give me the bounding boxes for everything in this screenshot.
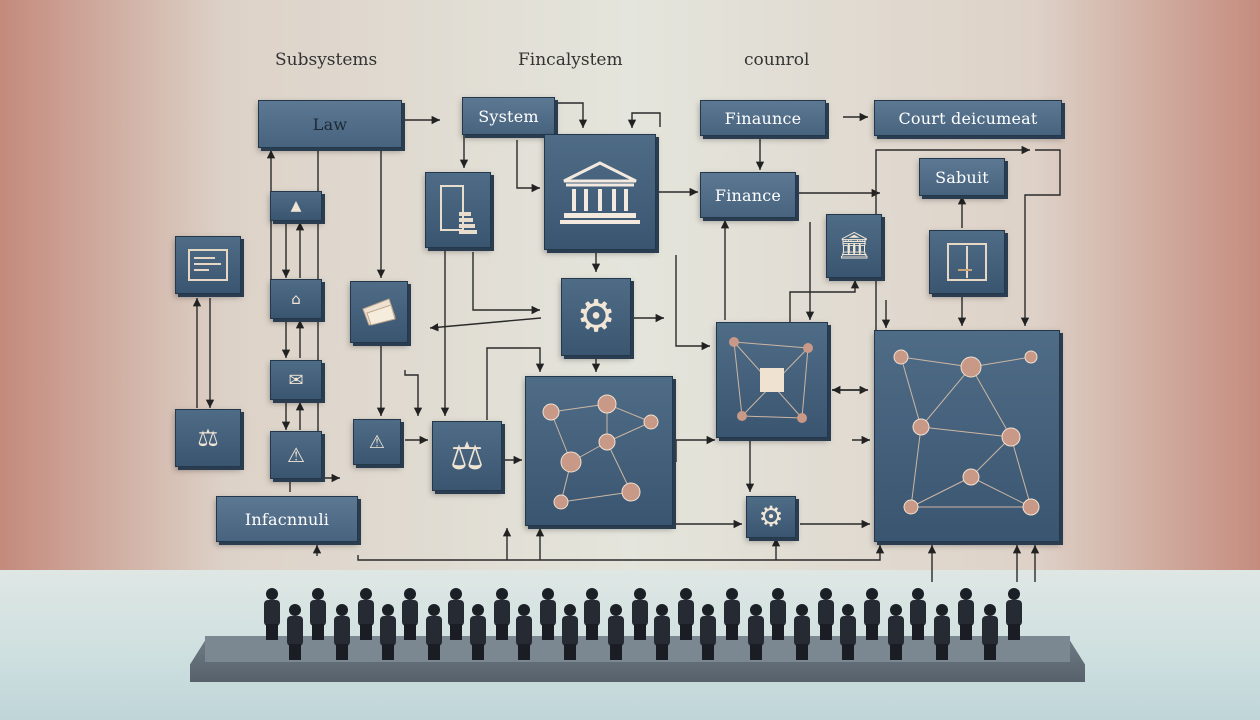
person: [700, 604, 716, 660]
law-box[interactable]: Law: [258, 100, 402, 148]
person: [654, 604, 670, 660]
envelope-node[interactable]: ✉: [270, 360, 322, 400]
scales-icon: ⚖: [449, 434, 485, 478]
court-document-box[interactable]: Court deicumeat: [874, 100, 1062, 136]
warning-icon: ⚠: [287, 443, 305, 467]
person: [608, 604, 624, 660]
person: [794, 604, 810, 660]
scales-node[interactable]: ⚖: [432, 421, 502, 491]
person: [748, 604, 764, 660]
gear-node[interactable]: ⚙: [561, 278, 631, 356]
envelope-icon: ✉: [288, 369, 304, 391]
warning-icon: ⚠: [368, 431, 386, 453]
person: [724, 588, 740, 640]
infacnnuli-box[interactable]: Infacnnuli: [216, 496, 358, 542]
finance-mid-box[interactable]: Finance: [700, 172, 796, 218]
person: [426, 604, 442, 660]
scales-icon: ⚖: [197, 424, 219, 452]
system-label: System: [478, 106, 539, 126]
heading-counrol: counrol: [744, 50, 810, 70]
person: [910, 588, 926, 640]
ledger-node[interactable]: [425, 172, 491, 248]
heading-fincalystem: Fincalystem: [518, 50, 623, 70]
form-node[interactable]: [175, 236, 241, 294]
network-node-3[interactable]: [874, 330, 1060, 542]
person: [358, 588, 374, 640]
infacnnuli-label: Infacnnuli: [244, 509, 330, 529]
gavel-icon: [947, 243, 987, 281]
network-icon: [729, 337, 813, 423]
finance-top-label: Finaunce: [724, 108, 802, 128]
document-stack-icon: [440, 185, 477, 234]
person: [678, 588, 694, 640]
person: [287, 604, 303, 660]
network-node-1[interactable]: [525, 376, 673, 526]
bank-node[interactable]: [544, 134, 656, 250]
person: [958, 588, 974, 640]
court-document-label: Court deicumeat: [898, 108, 1038, 128]
person: [864, 588, 880, 640]
person: [770, 588, 786, 640]
document-icon: [188, 249, 228, 281]
person: [540, 588, 556, 640]
person: [264, 588, 280, 640]
system-box[interactable]: System: [462, 97, 555, 135]
alert-node-2[interactable]: ⚠: [270, 431, 322, 479]
sabuit-box[interactable]: Sabuit: [919, 158, 1005, 196]
bank-icon: 🏛: [837, 231, 871, 261]
law-label: Law: [312, 114, 348, 134]
person: [402, 588, 418, 640]
heading-subsystems: Subsystems: [275, 50, 378, 70]
graduation-cap-icon: ⌂: [291, 290, 301, 308]
sabuit-label: Sabuit: [935, 167, 989, 187]
finance-top-box[interactable]: Finaunce: [700, 100, 826, 136]
person: [380, 604, 396, 660]
person: [982, 604, 998, 660]
finance-mid-label: Finance: [714, 185, 782, 205]
person: [840, 604, 856, 660]
person: [934, 604, 950, 660]
warning-icon: ▲: [290, 198, 302, 214]
network-icon: [893, 349, 1040, 516]
bank-node-small[interactable]: 🏛: [826, 214, 882, 278]
person: [584, 588, 600, 640]
scales-node-left[interactable]: ⚖: [175, 409, 241, 467]
gear-icon: ⚙: [576, 291, 616, 342]
network-node-2[interactable]: [716, 322, 828, 438]
person: [1006, 588, 1022, 640]
alert-node-3[interactable]: ⚠: [353, 419, 401, 465]
person: [516, 604, 532, 660]
hat-node[interactable]: ⌂: [270, 279, 322, 319]
papers-node[interactable]: [350, 281, 408, 343]
person: [494, 588, 510, 640]
person: [818, 588, 834, 640]
person: [334, 604, 350, 660]
person: [448, 588, 464, 640]
gavel-node[interactable]: [929, 230, 1005, 294]
bank-icon: [560, 161, 640, 224]
person: [632, 588, 648, 640]
person: [310, 588, 326, 640]
person: [562, 604, 578, 660]
person: [470, 604, 486, 660]
person: [888, 604, 904, 660]
network-icon: [542, 394, 659, 510]
alert-node-1[interactable]: ▲: [270, 191, 322, 221]
papers-icon: [362, 298, 396, 326]
gear-icon: ⚙: [758, 500, 784, 533]
gear-node-small[interactable]: ⚙: [746, 496, 796, 538]
